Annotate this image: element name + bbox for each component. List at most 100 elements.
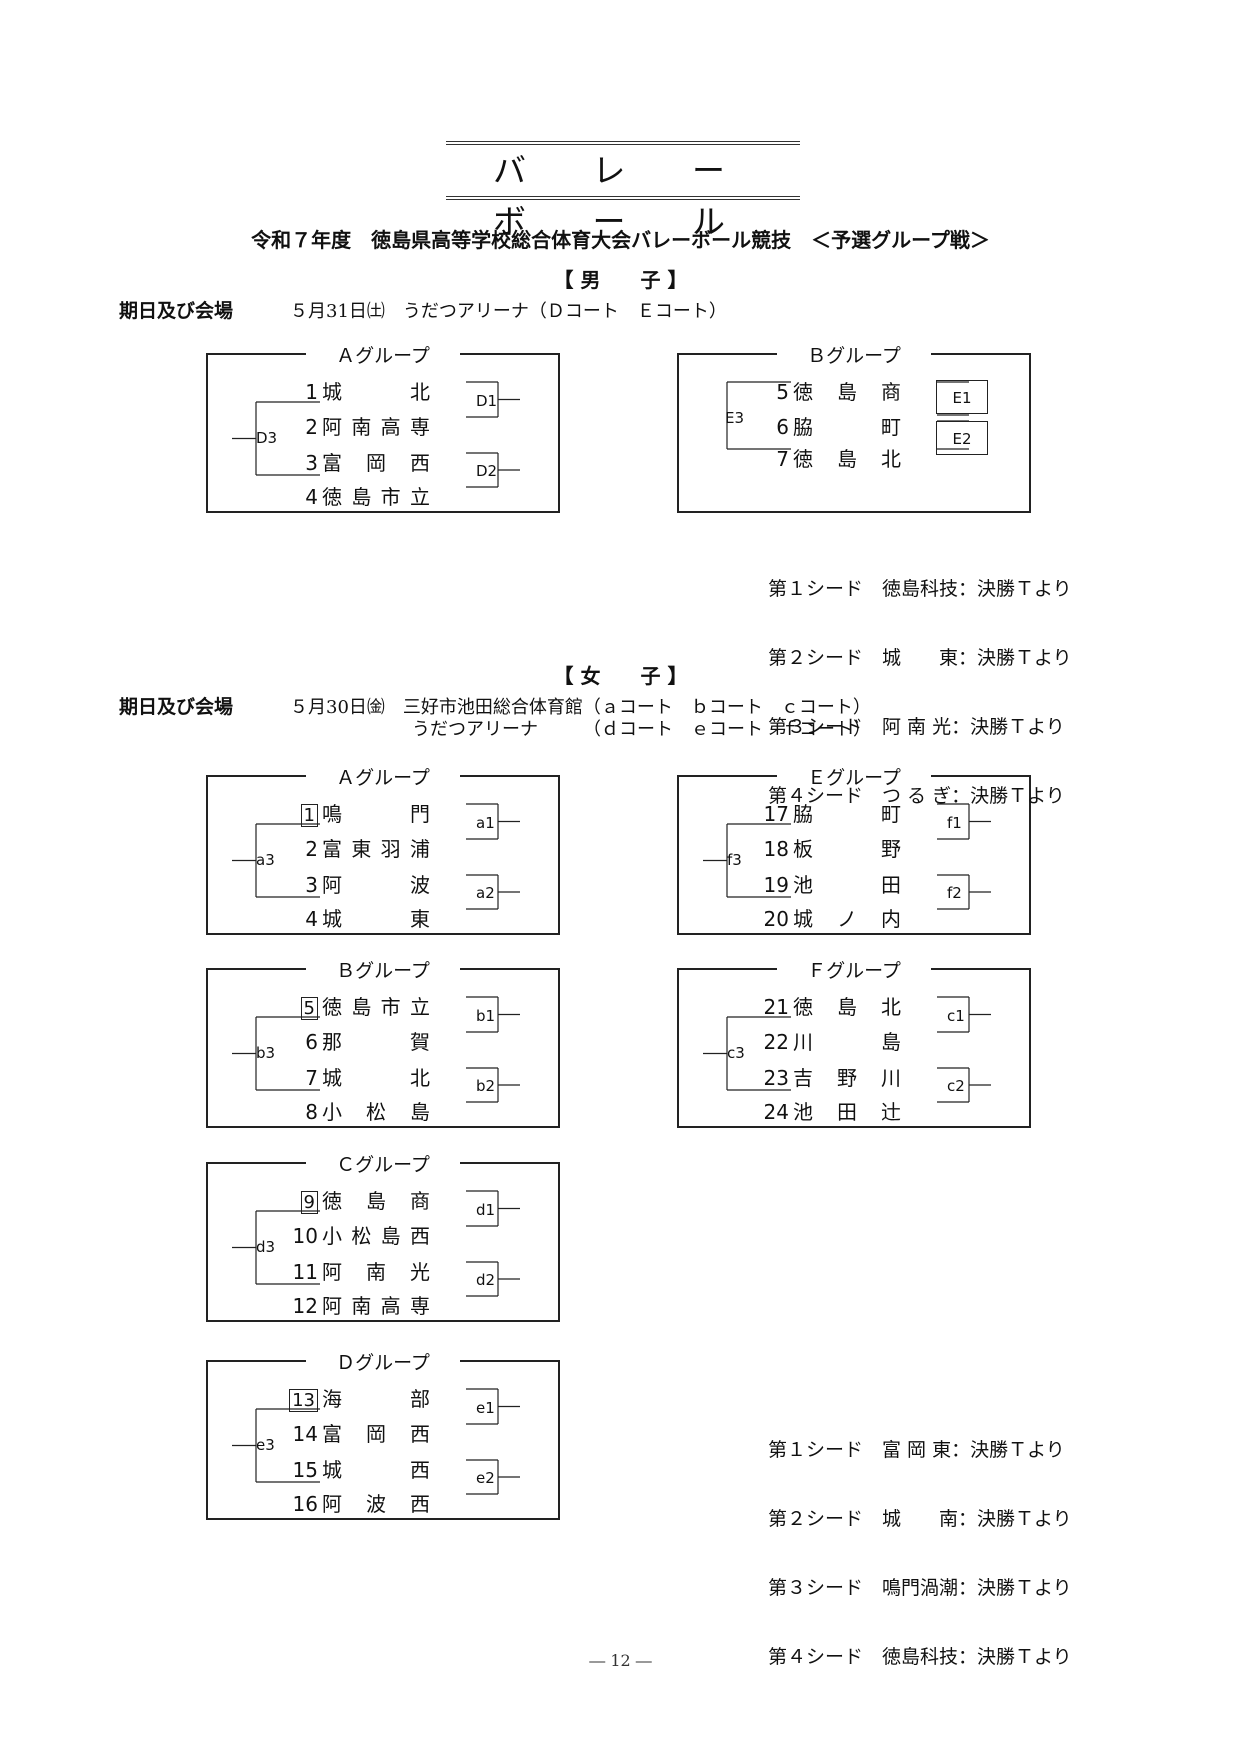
match-label: d2 [476, 1271, 496, 1289]
team-name: 城ノ内 [793, 907, 901, 931]
team-name: 阿南高専 [322, 415, 430, 439]
match-label: E2 [936, 421, 988, 455]
girls-seed-list: 第１シード 富 岡 東：決勝Ｔより 第２シード 城 南：決勝Ｔより 第３シード … [768, 1393, 1072, 1692]
group-title: Ｃグループ [306, 1154, 460, 1176]
seed-number: 14 [292, 1422, 318, 1446]
team-name: 阿波 [322, 873, 430, 897]
team-name: 富東羽浦 [322, 837, 430, 861]
seed-line: 第１シード 徳島科技：決勝Ｔより [768, 578, 1072, 600]
team-name: 脇町 [793, 802, 901, 826]
page-number: ― 12 ― [589, 1651, 652, 1670]
seed-line: 第４シード つ る ぎ：決勝Ｔより [768, 785, 1065, 807]
team-name: 小松島西 [322, 1224, 430, 1248]
seed-number: 20 [763, 907, 789, 931]
seed-number: 15 [292, 1458, 318, 1482]
bracket-lines [703, 996, 991, 1103]
team-name: 徳島商 [793, 380, 901, 404]
match-label: D1 [476, 391, 498, 410]
match-label: c1 [947, 1006, 965, 1025]
seed-line: 第３シード 鳴門渦潮：決勝Ｔより [768, 1577, 1072, 1599]
seed-number: 11 [292, 1260, 318, 1284]
bracket-lines [232, 1388, 520, 1495]
match-label: b2 [476, 1077, 496, 1095]
team-name: 吉野川 [793, 1066, 901, 1090]
group-title: Ａグループ [306, 345, 460, 367]
seed-number: 7 [776, 447, 789, 471]
seed-number: 22 [763, 1030, 789, 1054]
boys-heading: 【 男 子 】 [553, 268, 688, 292]
match-label: c2 [947, 1077, 965, 1095]
team-name: 川島 [793, 1030, 901, 1054]
team-name: 阿南光 [322, 1260, 430, 1284]
seed-line: 第３シード 阿 南 光：決勝Ｔより [768, 716, 1065, 738]
seed-line: 第４シード 徳島科技：決勝Ｔより [768, 1646, 1072, 1668]
bracket-lines [232, 996, 520, 1103]
seed-number: 18 [763, 837, 789, 861]
seed-number: 1 [305, 380, 318, 404]
boys-seed-list: 第１シード 徳島科技：決勝Ｔより 第２シード 城 東：決勝Ｔより 第３シード 阿… [768, 532, 1072, 831]
seed-number: 4 [305, 485, 318, 509]
match-label: a2 [476, 884, 495, 902]
girls-schedule-line1: ５月30日㈮ 三好市池田総合体育館（ａコート ｂコート ｃコート） [290, 697, 871, 718]
group-title: Ｆグループ [777, 960, 931, 982]
seed-number: 6 [305, 1030, 318, 1054]
team-name: 阿波西 [322, 1492, 430, 1516]
group-title: Ｂグループ [777, 345, 931, 367]
seed-number: 3 [305, 451, 318, 475]
team-name: 徳島市立 [322, 485, 430, 509]
seed-line: 第１シード 富 岡 東：決勝Ｔより [768, 1439, 1065, 1461]
bracket-lines [703, 803, 991, 910]
team-name: 海部 [322, 1387, 430, 1411]
match-label: E3 [725, 409, 745, 427]
group-title: Ｅグループ [777, 767, 931, 789]
team-name: 鳴門 [322, 802, 430, 826]
match-label: D2 [476, 462, 498, 480]
seed-number: 6 [776, 415, 789, 439]
group-title: Ｄグループ [306, 1352, 460, 1374]
seed-number: 10 [292, 1224, 318, 1248]
match-label: a1 [476, 813, 495, 832]
match-label: a3 [256, 850, 275, 869]
seed-number: 24 [763, 1100, 789, 1124]
team-name: 徳島北 [793, 995, 901, 1019]
seed-number: 2 [305, 415, 318, 439]
seed-number: 4 [305, 907, 318, 931]
seed-number: 5 [300, 997, 318, 1020]
match-label: E1 [936, 380, 988, 414]
match-label: f1 [947, 813, 962, 832]
match-label: e2 [476, 1469, 495, 1487]
group-title: Ｂグループ [306, 960, 460, 982]
seed-number: 21 [763, 995, 789, 1019]
team-name: 徳島市立 [322, 995, 430, 1019]
seed-number: 17 [763, 802, 789, 826]
seed-number: 16 [292, 1492, 318, 1516]
